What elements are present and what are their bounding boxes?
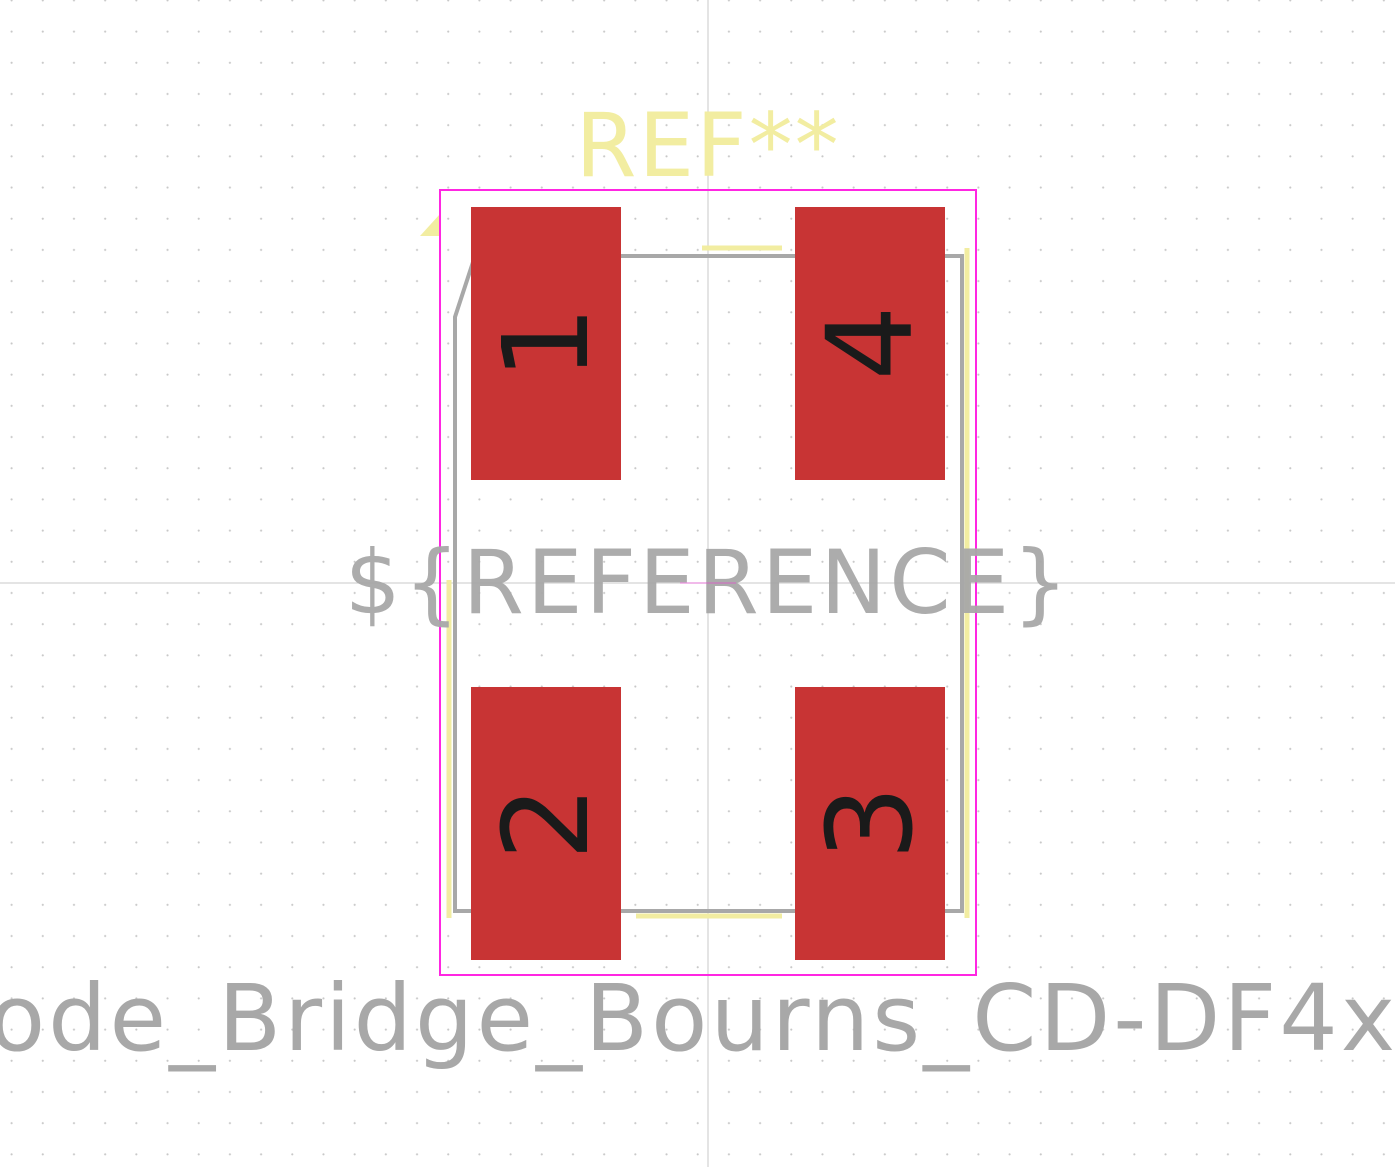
silkscreen-outline (446, 245, 970, 919)
pad-4[interactable]: 4 (795, 207, 945, 480)
pin1-marker (420, 214, 440, 236)
courtyard-outline (439, 189, 977, 976)
pad-number: 3 (801, 785, 939, 860)
pad-1[interactable]: 1 (471, 207, 621, 480)
pad-number: 4 (801, 305, 939, 380)
pad-number: 1 (477, 305, 615, 380)
pad-2[interactable]: 2 (471, 687, 621, 960)
reference-label[interactable]: REF** (575, 94, 840, 197)
pad-number: 2 (477, 785, 615, 860)
pad-3[interactable]: 3 (795, 687, 945, 960)
value-label[interactable]: iode_Bridge_Bourns_CD-DF4xx (0, 965, 1395, 1072)
